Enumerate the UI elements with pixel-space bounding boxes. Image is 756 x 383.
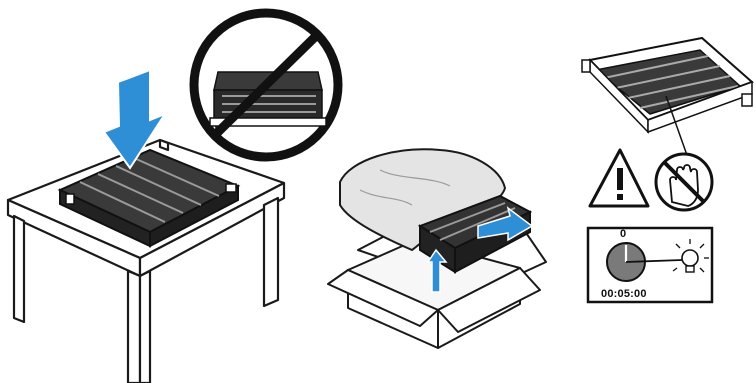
timer-time-label: 00:05:00 <box>601 288 647 300</box>
no-touch-icon <box>656 154 712 210</box>
warning-triangle-icon <box>590 150 648 206</box>
prohibited-sign-icon <box>194 13 338 157</box>
drum-unit-icon <box>582 38 752 158</box>
timer-zero-label: 0 <box>620 228 626 240</box>
